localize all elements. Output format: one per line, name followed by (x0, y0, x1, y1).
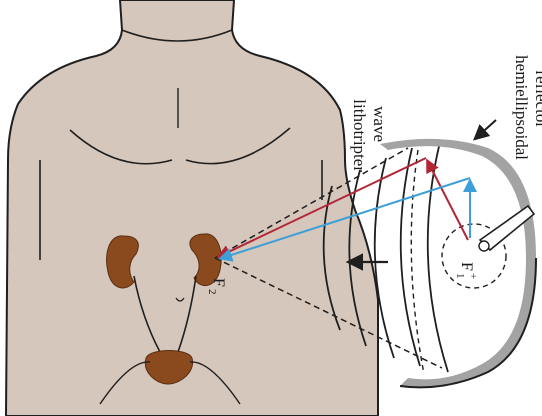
label-f1: F 1 + (454, 262, 479, 279)
f2-letter: F (210, 278, 227, 287)
f1-letter: F (458, 262, 475, 271)
reflector-label-line1: hemiellipsoidal (512, 55, 531, 160)
wavefront-5 (428, 142, 448, 372)
label-reflector: hemiellipsoidal reflector (512, 55, 542, 160)
hemiellipsoidal-reflector (380, 120, 536, 387)
reflector-pointer-arrow-icon (476, 120, 496, 138)
reflector-label-line2: reflector (532, 70, 542, 128)
f1-subscript: 1 (454, 273, 466, 279)
red-ray-from-f1 (428, 162, 468, 240)
wave-label-line2: wave (370, 106, 389, 142)
f1-superscript: + (467, 273, 479, 279)
f2-subscript: 2 (206, 289, 218, 295)
wave-label-line1: lithotripter (350, 99, 369, 172)
